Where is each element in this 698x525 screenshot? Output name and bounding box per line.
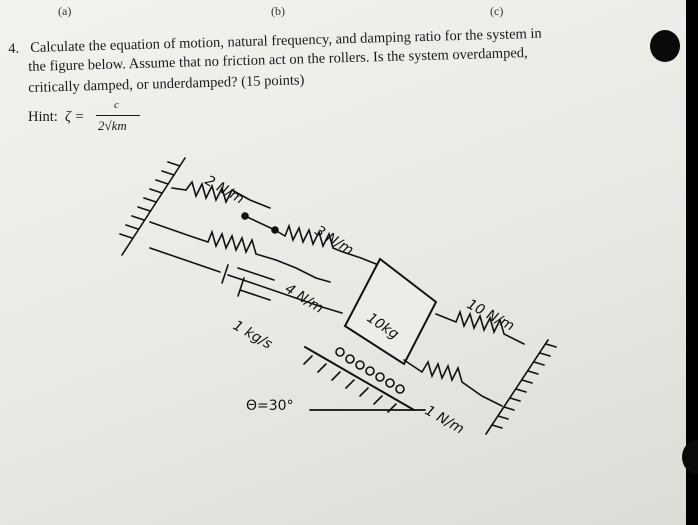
right-wall (485, 339, 549, 435)
label-spring-1: 1 N/m (422, 403, 467, 438)
label-c: (c) (490, 4, 504, 18)
mass-block (343, 257, 438, 366)
spring-2 (171, 180, 271, 209)
label-angle: Θ=30° (246, 398, 294, 414)
link-bar (244, 215, 276, 231)
left-wall-hatching (119, 161, 181, 239)
label-spring-3: 3 N/m (312, 223, 356, 259)
incline-hatching (303, 355, 397, 413)
spring-1 (403, 359, 503, 407)
hint-numerator: c (114, 99, 119, 111)
label-spring-10: 10 N/m (464, 296, 517, 334)
label-damper: 1 kg/s (230, 318, 275, 353)
spring-10 (435, 309, 525, 345)
label-a: (a) (58, 4, 72, 18)
left-wall (121, 157, 186, 256)
right-wall-hatching (491, 343, 557, 429)
spring-3 (274, 223, 394, 271)
spring-4 (149, 221, 331, 283)
label-b: (b) (271, 4, 285, 18)
hint-label: Hint: (28, 109, 58, 125)
hint-fraction-bar (96, 115, 140, 116)
label-spring-2: 2 N/m (202, 173, 247, 208)
binder-hole-bottom (682, 440, 698, 474)
damper (149, 247, 343, 314)
rollers (335, 347, 405, 394)
incline-surface (304, 346, 415, 411)
hint-zeta: ζ = (65, 109, 85, 125)
label-spring-4: 4 N/m (282, 281, 326, 317)
binder-hole-top (650, 30, 680, 62)
hint-denominator: 2√km (98, 118, 127, 133)
